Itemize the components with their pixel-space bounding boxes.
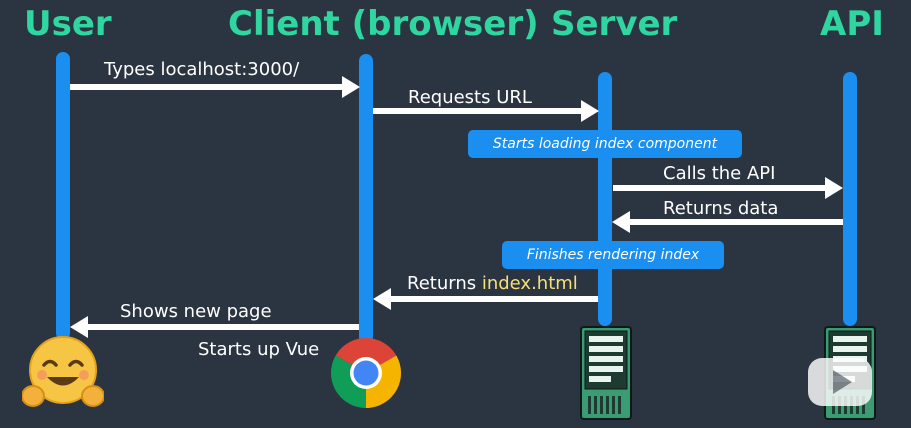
lifeline-server <box>598 72 612 326</box>
participant-api: API <box>820 4 884 44</box>
chrome-browser-icon <box>331 338 401 408</box>
message-label: Returns data <box>663 198 779 219</box>
message-label: Returns index.html <box>407 273 578 294</box>
message-label: Calls the API <box>663 163 776 184</box>
activation-note: Finishes rendering index <box>502 241 724 269</box>
server-rack-icon <box>580 326 632 420</box>
hugging-face-emoji-icon <box>22 336 104 407</box>
message-arrow <box>70 76 360 98</box>
message-label: Types localhost:3000/ <box>104 59 300 80</box>
client-caption: Starts up Vue <box>198 339 320 360</box>
activation-note: Starts loading index component <box>468 130 742 158</box>
filename-highlight: index.html <box>481 273 578 294</box>
message-label: Shows new page <box>120 301 272 322</box>
message-arrow <box>70 316 359 338</box>
video-play-icon[interactable] <box>806 352 874 412</box>
message-arrow <box>373 100 599 122</box>
message-arrow <box>613 177 843 199</box>
lifeline-user <box>56 52 70 340</box>
participant-server: Server <box>551 4 678 44</box>
participant-user: User <box>24 4 112 44</box>
participant-client: Client (browser) <box>228 4 539 44</box>
message-arrow <box>373 288 598 310</box>
lifeline-client <box>359 54 373 344</box>
message-arrow <box>612 211 843 233</box>
message-label: Requests URL <box>408 87 532 108</box>
lifeline-api <box>843 72 857 326</box>
